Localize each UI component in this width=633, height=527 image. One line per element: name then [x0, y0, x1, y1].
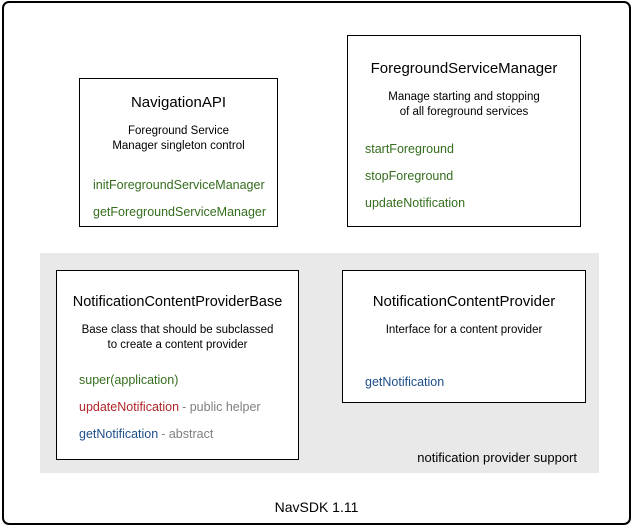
method-get-notification: getNotification	[365, 374, 445, 389]
navigation-api-description: Foreground Service Manager singleton con…	[80, 124, 277, 153]
method-get-notification: getNotification- abstract	[79, 428, 298, 441]
description-line: Manager singleton control	[112, 139, 245, 152]
description-line: Interface for a content provider	[385, 324, 543, 336]
notification-provider-group-panel: NotificationContentProviderBase Base cla…	[40, 253, 599, 473]
foreground-service-manager-title: ForegroundServiceManager	[370, 60, 558, 77]
notification-content-provider-base-box: NotificationContentProviderBase Base cla…	[56, 270, 299, 460]
foreground-service-manager-methods: startForeground stopForeground updateNot…	[365, 143, 580, 210]
description-line: to create a content provider	[107, 338, 248, 351]
description-line: of all foreground services	[399, 105, 529, 118]
method-start-foreground: startForeground	[365, 142, 454, 156]
description-line: Foreground Service	[128, 125, 229, 137]
description-line: Manage starting and stopping	[388, 91, 540, 103]
method-stop-foreground: stopForeground	[365, 169, 454, 183]
method-label: updateNotification	[79, 400, 180, 414]
navigation-api-box: NavigationAPI Foreground Service Manager…	[79, 78, 278, 227]
navigation-api-title: NavigationAPI	[130, 94, 227, 111]
notification-content-provider-description: Interface for a content provider	[343, 323, 585, 338]
method-update-notification: updateNotification- public helper	[79, 401, 298, 414]
description-line: Base class that should be subclassed	[81, 324, 274, 336]
method-update-notification: updateNotification	[365, 196, 466, 210]
method-annotation: - public helper	[182, 400, 261, 414]
method-label: getNotification	[79, 427, 159, 441]
group-caption: notification provider support	[417, 450, 577, 465]
foreground-service-manager-box: ForegroundServiceManager Manage starting…	[347, 35, 581, 227]
notification-content-provider-title: NotificationContentProvider	[372, 293, 556, 310]
navigation-api-methods: initForegroundServiceManager getForegrou…	[93, 179, 277, 219]
notification-content-provider-base-methods: super(application) updateNotification- p…	[79, 374, 298, 441]
sdk-version-caption: NavSDK 1.11	[274, 499, 359, 515]
notification-content-provider-base-description: Base class that should be subclassed to …	[57, 323, 298, 352]
notification-content-provider-box: NotificationContentProvider Interface fo…	[342, 270, 586, 403]
method-super-application: super(application)	[79, 373, 179, 387]
notification-content-provider-base-title: NotificationContentProviderBase	[72, 294, 283, 310]
method-get-foreground-service-manager: getForegroundServiceManager	[93, 205, 267, 219]
foreground-service-manager-description: Manage starting and stopping of all fore…	[348, 90, 580, 119]
method-annotation: - abstract	[161, 427, 214, 441]
notification-content-provider-methods: getNotification	[365, 374, 585, 389]
method-init-foreground-service-manager: initForegroundServiceManager	[93, 178, 265, 192]
